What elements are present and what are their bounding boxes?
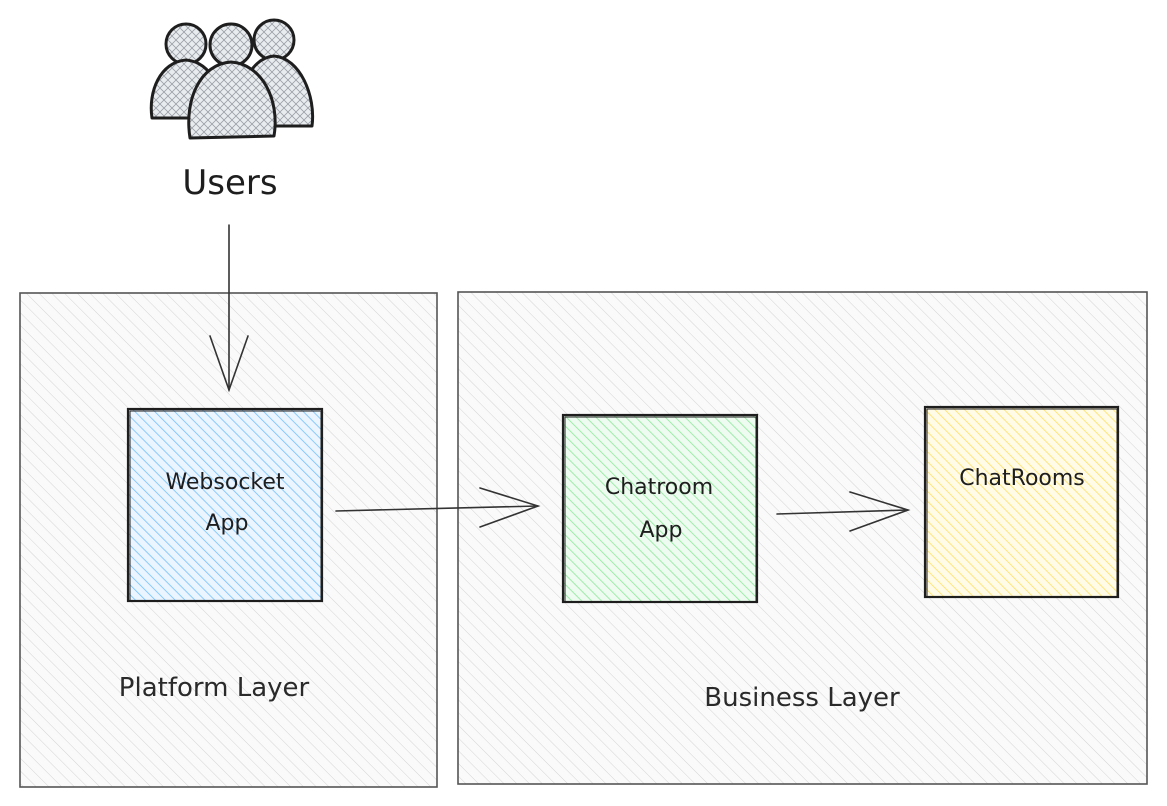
platform-layer-label: Platform Layer (119, 673, 310, 703)
chatrooms-node: ChatRooms (923, 405, 1120, 599)
users-icon (149, 18, 315, 140)
arrow-chatroom-to-chatrooms (776, 491, 911, 532)
arrow-websocket-to-chatroom (335, 487, 541, 528)
chatroom-app-node: Chatroom App (561, 413, 759, 604)
business-layer-label: Business Layer (704, 683, 900, 713)
users-label: Users (182, 163, 277, 203)
chatroom-app-label-line1: Chatroom (605, 475, 713, 500)
websocket-app-node: Websocket App (126, 407, 324, 603)
arrow-users-to-websocket (209, 224, 249, 393)
chatroom-app-label-line2: App (640, 518, 683, 543)
chatrooms-label: ChatRooms (959, 466, 1085, 491)
websocket-app-label-line1: Websocket (165, 470, 284, 495)
websocket-app-label-line2: App (206, 511, 249, 536)
